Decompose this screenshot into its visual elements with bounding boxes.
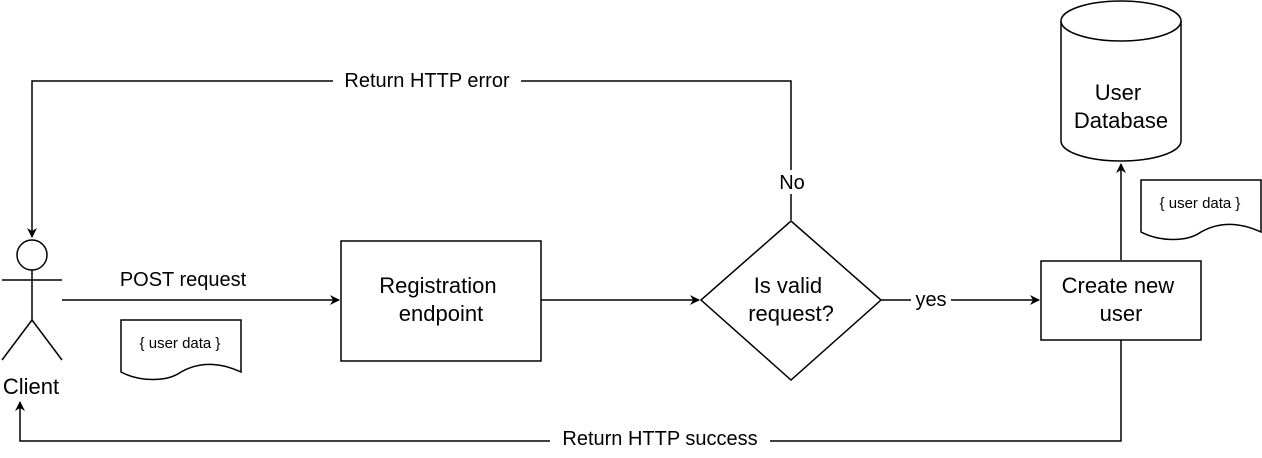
request-payload-label: { user data }: [140, 335, 221, 352]
svg-text:Create new user: Create new user: [1062, 273, 1181, 326]
label-return-error: Return HTTP error: [344, 70, 510, 92]
client-actor: [1, 239, 63, 361]
label-decision-no: No: [779, 172, 805, 194]
edge-return-error: [27, 80, 792, 238]
svg-text:User Database: User Database: [1074, 80, 1168, 133]
database-payload-document: { user data }: [1140, 179, 1262, 241]
database-payload-label: { user data }: [1160, 195, 1241, 212]
decision-label-line2: request?: [748, 301, 834, 326]
database-label-line1: User: [1095, 80, 1141, 105]
svg-text:Registration endpoint: Registration endpoint: [379, 273, 503, 326]
registration-label-line2: endpoint: [399, 301, 483, 326]
client-label: Client: [3, 374, 59, 399]
validation-decision-node: Is valid request?: [699, 220, 883, 382]
svg-text:Is valid request?: Is valid request?: [748, 273, 834, 326]
create-user-label-line1: Create new: [1062, 273, 1175, 298]
registration-label-line1: Registration: [379, 273, 496, 298]
create-user-node: Create new user: [1040, 260, 1202, 341]
user-database-node: User Database: [1060, 0, 1182, 162]
label-decision-yes: yes: [915, 289, 946, 311]
label-post-request: POST request: [120, 269, 247, 291]
registration-endpoint-node: Registration endpoint: [340, 240, 542, 362]
decision-label-line1: Is valid: [754, 273, 822, 298]
request-payload-document: { user data }: [120, 319, 242, 381]
label-return-success: Return HTTP success: [562, 428, 757, 450]
create-user-label-line2: user: [1100, 301, 1143, 326]
database-label-line2: Database: [1074, 108, 1168, 133]
